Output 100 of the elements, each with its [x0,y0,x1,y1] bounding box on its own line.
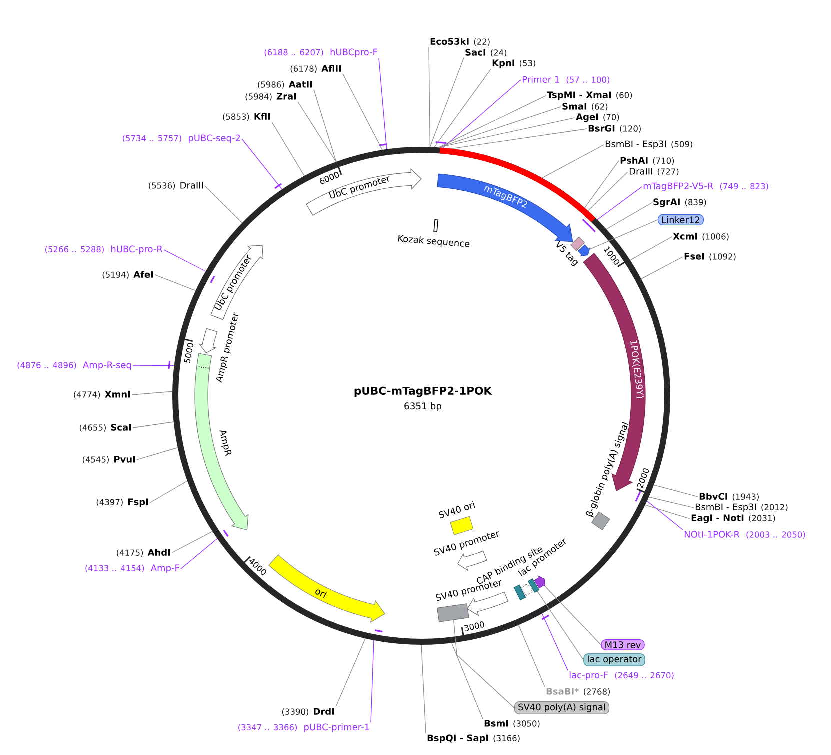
site-label: (4175) AhdI [117,549,170,557]
feature-box [514,584,526,601]
site-label: SacI (24) [466,49,507,57]
site-label: XcmI (1006) [673,233,729,241]
feature-pill: SV40 poly(A) signal [514,702,610,714]
site-label: AgeI (70) [576,114,620,122]
site-label: TspMI - XmaI (60) [547,92,632,100]
leader-line [588,172,628,212]
site-label: BsaBI* (2768) [546,688,610,696]
site-label: SgrAI (839) [654,198,706,208]
leader-line [438,96,546,148]
leader-line [154,274,196,292]
leader-line [648,496,694,508]
site-label: (5986) AatII [258,81,312,89]
leader-line [537,591,584,660]
leader-line [132,365,175,366]
leader-line [298,102,337,162]
leader-line [606,202,652,230]
leader-line [150,480,188,504]
site-label: BbvCI (1943) [700,493,759,501]
site-label: PshAI (710) [620,157,674,165]
leader-line [180,538,218,570]
leader-line [545,586,602,646]
feature-pill: lac operator [584,654,646,666]
site-label: (5536) DraIII [149,182,204,190]
feature-segment [534,576,546,589]
leader-line [434,68,492,148]
leader-line [584,160,620,208]
primer-label: mTagBFP2-V5-R (749 .. 823) [644,182,768,192]
leader-line [421,644,426,734]
feature-label: SV40 ori [438,501,476,518]
leader-line [378,58,388,150]
leader-line [272,122,305,176]
primer-label: (4133 .. 4154) Amp-F [86,564,180,574]
primer-label: lac-pro-F (2649 .. 2670) [570,672,674,680]
site-label: Eco53kI (22) [430,38,490,46]
leader-line [204,186,243,224]
primer-label: NOtI-1POK-R (2003 .. 2050) [684,531,806,539]
feature-segment [198,328,218,354]
primer-label: (6188 .. 6207) hUBCpro-F [264,48,378,58]
site-label: FseI (1092) [684,253,736,261]
leader-line [454,620,515,708]
feature-label: AmpR [220,430,232,456]
leader-line [132,422,174,428]
leader-line [518,624,546,688]
feature-box [437,604,470,622]
site-label: DraIII (727) [630,168,679,176]
primer-label: (5266 .. 5288) hUBC-pro-R [46,246,163,254]
leader-line [542,144,604,179]
leader-line [452,128,588,150]
primer-label: (4876 .. 4896) Amp-R-seq [18,362,132,370]
site-label: (4397) FspI [96,498,148,508]
site-label: (6178) AflII [290,65,342,73]
leader-line [336,638,366,708]
feature-segment: ori [268,554,386,623]
leader-line [342,74,383,150]
leader-line [164,250,206,272]
feature-segment [194,353,249,531]
leader-line [428,46,431,148]
leader-line [654,484,698,498]
site-label: (4545) PvuI [82,456,136,464]
site-label: (5194) AfeI [102,271,154,279]
leader-line [641,256,684,280]
leader-line [452,642,484,720]
feature-pill: Linker12 [658,214,704,226]
leader-line [438,106,562,148]
site-label: (4655) ScaI [80,424,132,432]
leader-line [172,531,214,554]
site-label: (3390) DrdI [282,708,334,716]
leader-line [314,90,337,162]
leader-line [242,138,283,190]
primer-label: (5734 .. 5757) pUBC-seq-2 [122,134,240,144]
leader-line [442,80,522,148]
site-label: (5984) ZraI [246,93,296,101]
leader-line [438,118,576,148]
plasmid-name: pUBC-mTagBFP2-1POK [354,386,492,398]
leader-line [542,613,568,671]
leader-line [136,447,178,460]
tick-label: 3000 [464,622,484,632]
primer-label: (3347 .. 3366) pUBC-primer-1 [238,724,370,732]
leader-line [370,640,374,723]
feature-segment [457,550,488,572]
site-label: BsmI (3050) [484,720,540,728]
primer-label: Primer 1 (57 .. 100) [522,76,610,84]
site-label: (4774) XmnI [74,391,130,399]
leader-line [644,504,690,520]
site-label: BsmBI - Esp3I (509) [606,140,692,150]
leader-line [597,186,642,220]
leader-line [589,220,658,250]
leader-line [630,236,672,261]
plasmid-size: 6351 bp [404,402,442,412]
site-label: BspQI - SapI (3166) [428,734,520,744]
site-label: EagI - NotI (2031) [692,514,776,524]
site-label: BsrGI (120) [588,125,641,133]
leader-line [430,58,464,148]
site-label: BsmBI - Esp3I (2012) [696,504,788,512]
leader-line [132,391,173,396]
feature-pill: M13 rev [601,640,645,650]
site-label: (5853) KflI [223,113,270,121]
site-label: KpnI (53) [492,60,536,68]
